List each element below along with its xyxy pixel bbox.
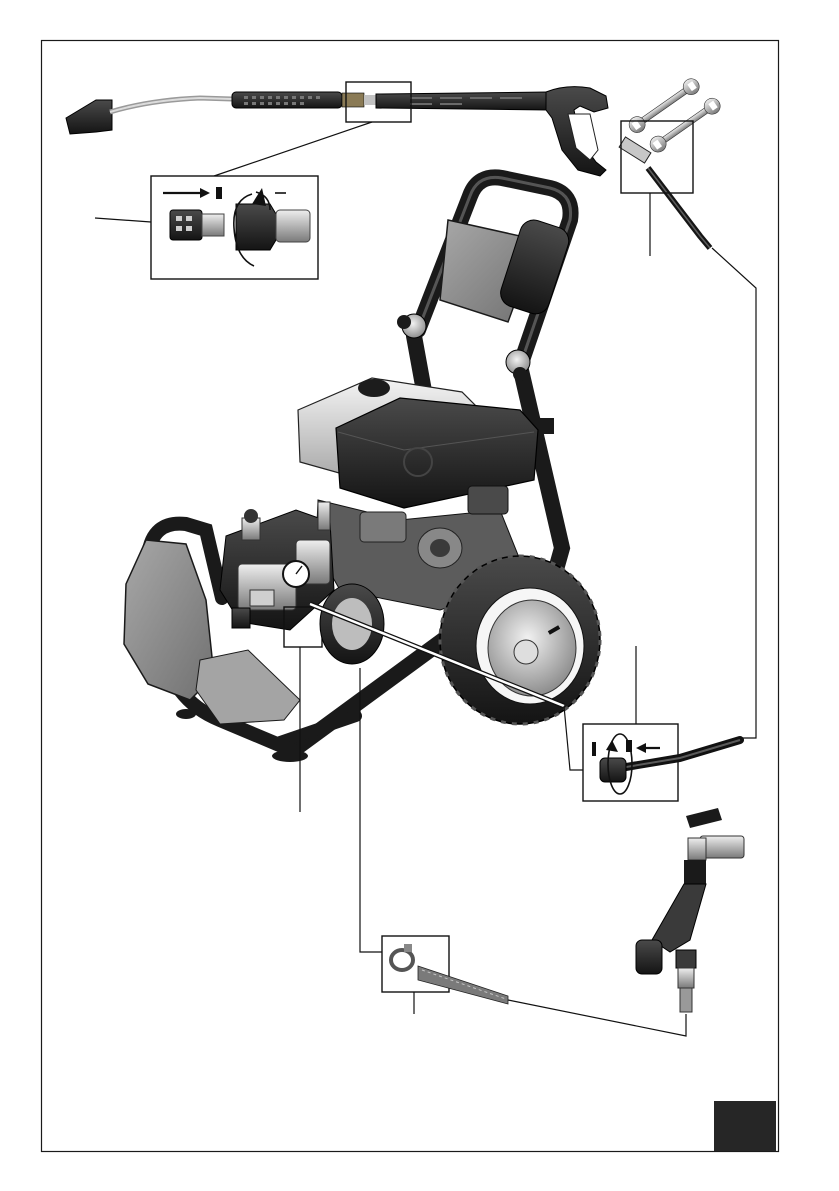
tap-filter-connection bbox=[636, 808, 744, 1012]
hose-pump-connection-detail bbox=[583, 724, 740, 801]
rear-wheel bbox=[440, 556, 600, 724]
front-wheel bbox=[320, 584, 384, 664]
lance-nozzle-connection-detail bbox=[95, 176, 318, 279]
pump bbox=[220, 502, 334, 630]
page-tab-label bbox=[714, 1101, 776, 1151]
spanner-icon bbox=[626, 72, 723, 159]
hose-hook bbox=[497, 216, 572, 317]
base-tray bbox=[196, 650, 300, 724]
